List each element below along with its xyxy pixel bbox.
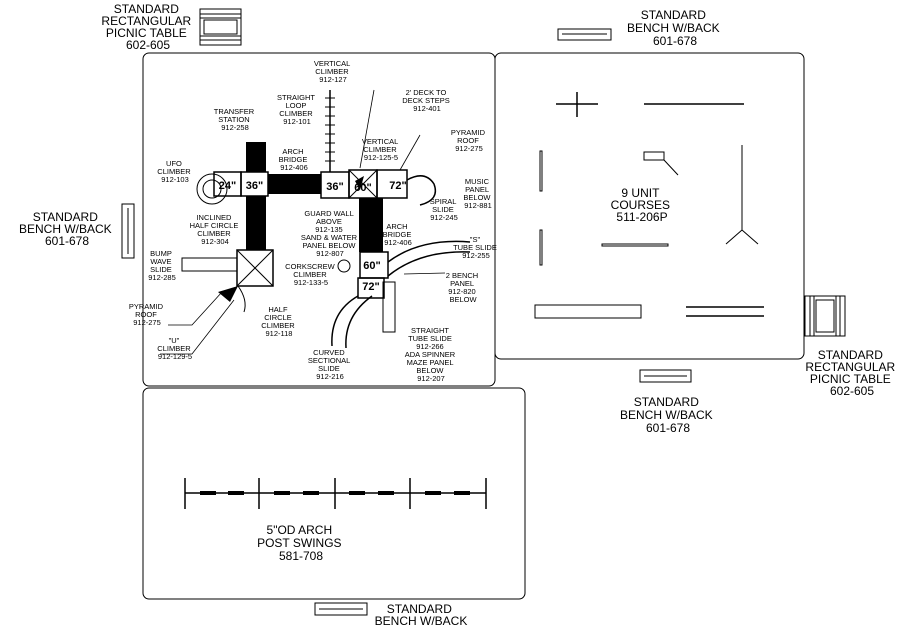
corkscrew-climber-label: CORKSCREW CLIMBER 912-133-5 (285, 262, 337, 287)
bench-top-right (557, 28, 612, 41)
vertical-climber-mid-label: VERTICAL CLIMBER 912-125-5 (362, 137, 400, 162)
curved-slide-label: CURVED SECTIONAL SLIDE 912-216 (308, 348, 352, 381)
transfer-station-label: TRANSFER STATION 912-258 (214, 107, 257, 132)
vertical-climber-top-label: VERTICAL CLIMBER 912-127 (314, 59, 352, 84)
courses-equipment (534, 92, 764, 319)
deck-72a: 72" (389, 180, 406, 192)
picnic-table-top (199, 8, 242, 46)
s-tube-slide-label: "S" TUBE SLIDE 912-255 (453, 235, 499, 260)
music-panel-label: MUSIC PANEL BELOW 912-881 (463, 177, 492, 210)
swings-play-area (142, 387, 526, 600)
play-structure (181, 90, 471, 349)
bench-left (121, 203, 135, 259)
deck-labels: 24" 36" 36" 60" 72" 60" 72" (219, 180, 407, 293)
deck-steps-label: 2' DECK TO DECK STEPS 912-401 (402, 88, 452, 113)
deck-72b: 72" (362, 281, 379, 293)
swings-label: 5"OD ARCH POST SWINGS 581-708 (257, 523, 345, 563)
deck-24: 24" (219, 180, 236, 192)
u-climber-label: "U" CLIMBER 912-129-5 (157, 336, 192, 361)
ufo-climber-label: UFO CLIMBER 912-103 (157, 159, 192, 184)
deck-60a: 60" (354, 182, 371, 194)
bench-bottom-label: STANDARD BENCH W/BACK (375, 602, 468, 628)
deck-36a: 36" (246, 180, 263, 192)
leader-lines (160, 89, 446, 355)
arch-post-swings (184, 478, 487, 509)
large-labels: STANDARD RECTANGULAR PICNIC TABLE 602-60… (19, 2, 898, 628)
deck-36b: 36" (326, 181, 343, 193)
bench-middle-label: STANDARD BENCH W/BACK 601-678 (620, 395, 716, 435)
bench-middle (639, 369, 692, 383)
arch-bridge-mid-label: ARCH BRIDGE 912-406 (383, 222, 414, 247)
straight-loop-climber-label: STRAIGHT LOOP CLIMBER 912-101 (277, 93, 317, 126)
bump-wave-slide-label: BUMP WAVE SLIDE 912-285 (148, 249, 176, 282)
bench-bottom (314, 602, 368, 616)
pyramid-roof-left-label: PYRAMID ROOF 912-275 (129, 302, 165, 327)
inclined-climber-label: INCLINED HALF CIRCLE CLIMBER 912-304 (190, 213, 241, 246)
spiral-slide-label: SPIRAL SLIDE 912-245 (430, 197, 459, 222)
straight-tube-slide-label: STRAIGHT TUBE SLIDE 912-266 ADA SPINNER … (405, 326, 458, 383)
picnic-table-right-label: STANDARD RECTANGULAR PICNIC TABLE 602-60… (805, 348, 898, 398)
pyramid-roof-right-label: PYRAMID ROOF 912-275 (451, 128, 487, 153)
courses-play-area (494, 52, 805, 360)
picnic-table-right (804, 295, 846, 337)
deck-60b: 60" (363, 260, 380, 272)
arch-bridge-top-label: ARCH BRIDGE 912-406 (279, 147, 310, 172)
bench-panel-label: 2 BENCH PANEL 912-820 BELOW (446, 271, 481, 304)
guard-wall-label: GUARD WALL ABOVE 912-135 SAND & WATER PA… (301, 209, 359, 258)
half-circle-climber-label: HALF CIRCLE CLIMBER 912-118 (261, 305, 296, 338)
component-labels: VERTICAL CLIMBER 912-127 STRAIGHT LOOP C… (129, 59, 499, 383)
courses-label: 9 UNIT COURSES 511-206P (611, 186, 674, 224)
bench-top-right-label: STANDARD BENCH W/BACK 601-678 (627, 8, 723, 48)
picnic-table-top-label: STANDARD RECTANGULAR PICNIC TABLE 602-60… (101, 2, 194, 52)
bench-left-label: STANDARD BENCH W/BACK 601-678 (19, 210, 115, 248)
